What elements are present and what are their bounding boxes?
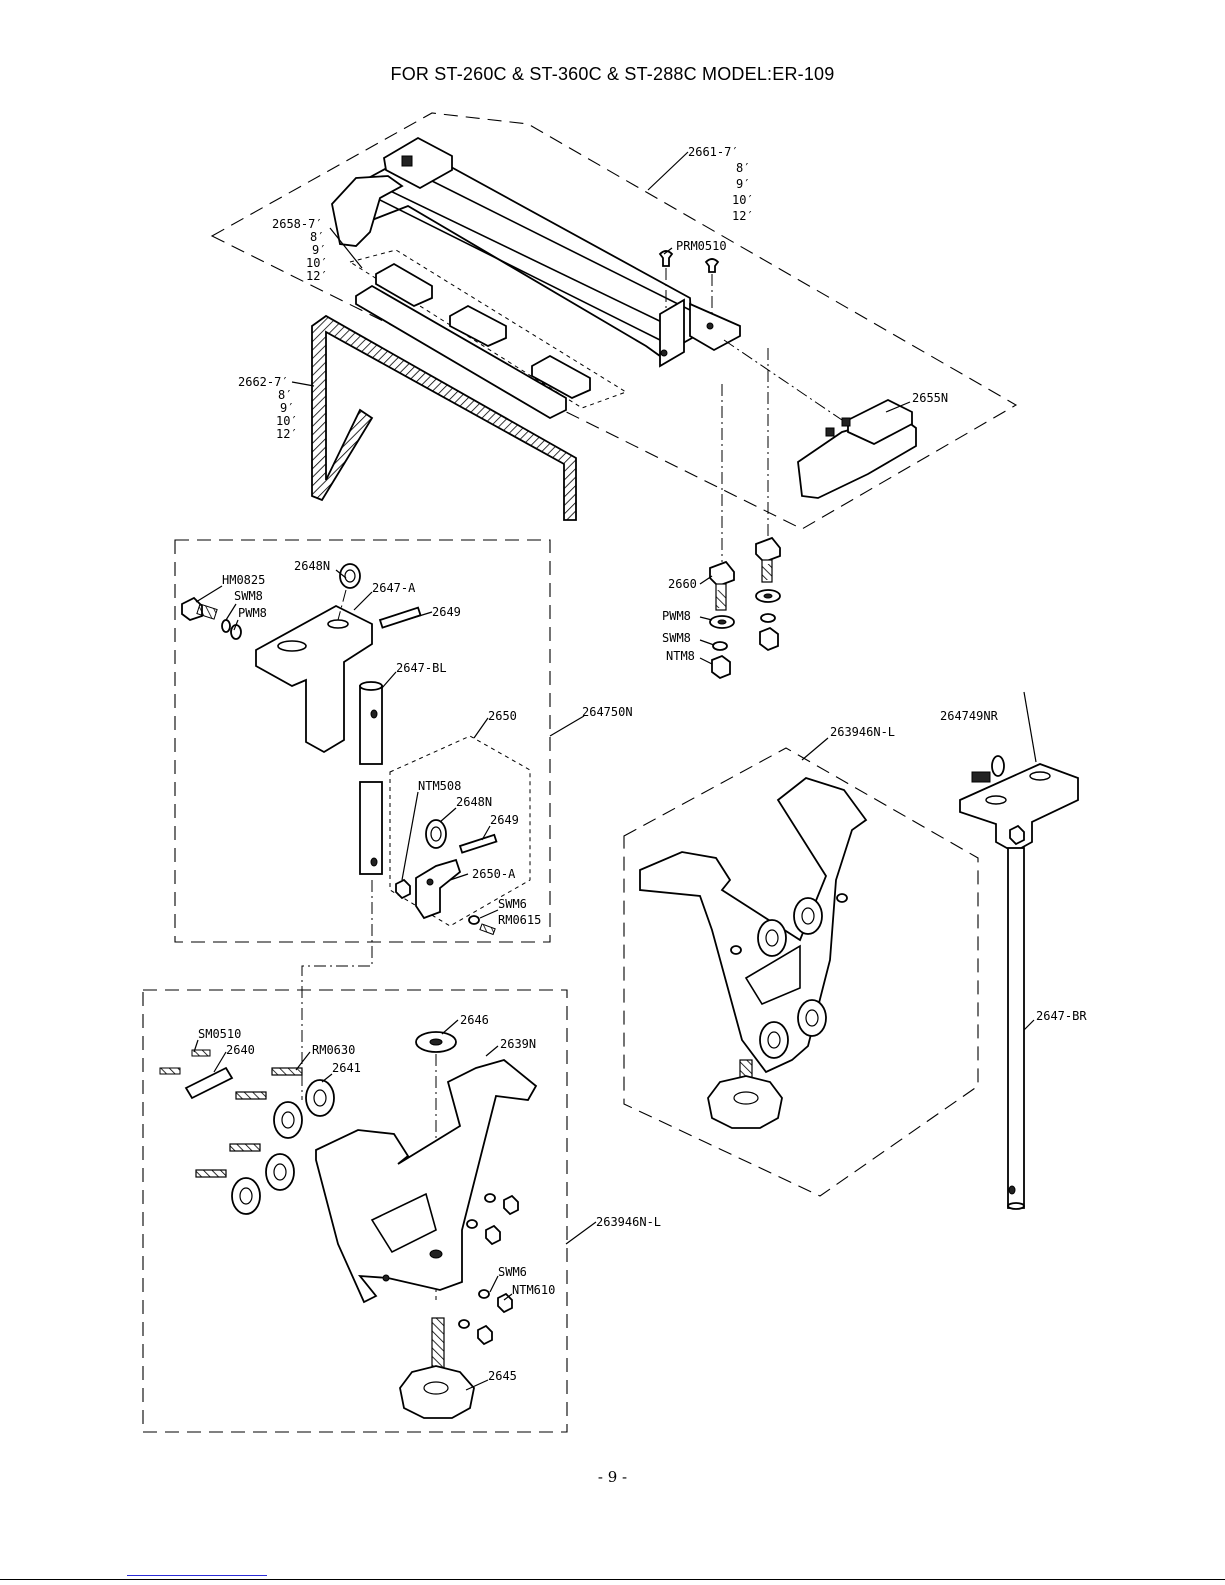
- label-2646: 2646: [460, 1013, 489, 1027]
- label-263946n-l-right: 263946N-L: [830, 725, 895, 739]
- leader-lines: [193, 151, 1037, 1391]
- support-assembly-263946n-l-lower: [142, 989, 568, 1433]
- label-rm0630: RM0630: [312, 1043, 355, 1057]
- label-2641: 2641: [332, 1061, 361, 1075]
- rail-2661: [331, 136, 741, 368]
- label-264750n: 264750N: [582, 705, 633, 719]
- label-2648n-sub: 2648N: [456, 795, 492, 809]
- label-rm0615: RM0615: [498, 913, 541, 927]
- label-2661-8: 8′: [736, 161, 750, 175]
- label-swm6-lower: SWM6: [498, 1265, 527, 1279]
- label-2661: 2661-7′: [688, 145, 739, 159]
- footer-link-underline[interactable]: [127, 1575, 267, 1576]
- label-2661-9: 9′: [736, 177, 750, 191]
- label-2658-10: 10′: [306, 256, 328, 270]
- footer-rule: [0, 1579, 1225, 1580]
- page-title: FOR ST-260C & ST-360C & ST-288C MODEL:ER…: [390, 64, 835, 84]
- label-swm6-sub: SWM6: [498, 897, 527, 911]
- label-2650-a: 2650-A: [472, 867, 516, 881]
- label-2647-a: 2647-A: [372, 581, 416, 595]
- rail-assembly: [210, 112, 1018, 680]
- part-labels: 2661-7′ 8′ 9′ 10′ 12′ 2658-7′ 8′ 9′ 10′ …: [198, 145, 1087, 1383]
- label-2662-12: 12′: [276, 427, 298, 441]
- label-2639n: 2639N: [500, 1037, 536, 1051]
- label-ntm8: NTM8: [666, 649, 695, 663]
- label-2650: 2650: [488, 709, 517, 723]
- end-cap-2655n: [723, 339, 917, 499]
- label-pwm8-bracket: PWM8: [238, 606, 267, 620]
- label-2658: 2658-7′: [272, 217, 323, 231]
- post-assembly-264749nr: [959, 755, 1079, 1210]
- label-ntm610: NTM610: [512, 1283, 555, 1297]
- label-264749nr: 264749NR: [940, 709, 999, 723]
- label-ntm508: NTM508: [418, 779, 461, 793]
- label-2648n-top: 2648N: [294, 559, 330, 573]
- screws-prm0510: [658, 250, 720, 318]
- label-2649-sub: 2649: [490, 813, 519, 827]
- label-2645: 2645: [488, 1369, 517, 1383]
- t-bolts-2660: [709, 348, 781, 680]
- label-2661-10: 10′: [732, 193, 754, 207]
- bracket-assembly-264750n: [174, 539, 551, 943]
- label-sm0510: SM0510: [198, 1027, 241, 1041]
- label-2649-top: 2649: [432, 605, 461, 619]
- support-assembly-263946n-l-upper: [623, 747, 979, 1197]
- label-2662-9: 9′: [280, 401, 294, 415]
- insert-strips-2658: [355, 262, 591, 420]
- label-2662-8: 8′: [278, 388, 292, 402]
- label-swm8-bracket: SWM8: [234, 589, 263, 603]
- label-2647-bl: 2647-BL: [396, 661, 447, 675]
- label-prm0510: PRM0510: [676, 239, 727, 253]
- label-263946n-l-lower: 263946N-L: [596, 1215, 661, 1229]
- label-2660: 2660: [668, 577, 697, 591]
- label-2662: 2662-7′: [238, 375, 289, 389]
- seal-2662: [311, 314, 577, 521]
- label-2655n: 2655N: [912, 391, 948, 405]
- label-hm0825: HM0825: [222, 573, 265, 587]
- label-2658-8: 8′: [310, 230, 324, 244]
- label-2640: 2640: [226, 1043, 255, 1057]
- label-swm8-bolt: SWM8: [662, 631, 691, 645]
- label-2647-br: 2647-BR: [1036, 1009, 1087, 1023]
- label-2658-9: 9′: [312, 243, 326, 257]
- label-pwm8-bolt: PWM8: [662, 609, 691, 623]
- label-2658-12: 12′: [306, 269, 328, 283]
- label-2661-12: 12′: [732, 209, 754, 223]
- label-2662-10: 10′: [276, 414, 298, 428]
- page-number: - 9 -: [597, 1468, 628, 1486]
